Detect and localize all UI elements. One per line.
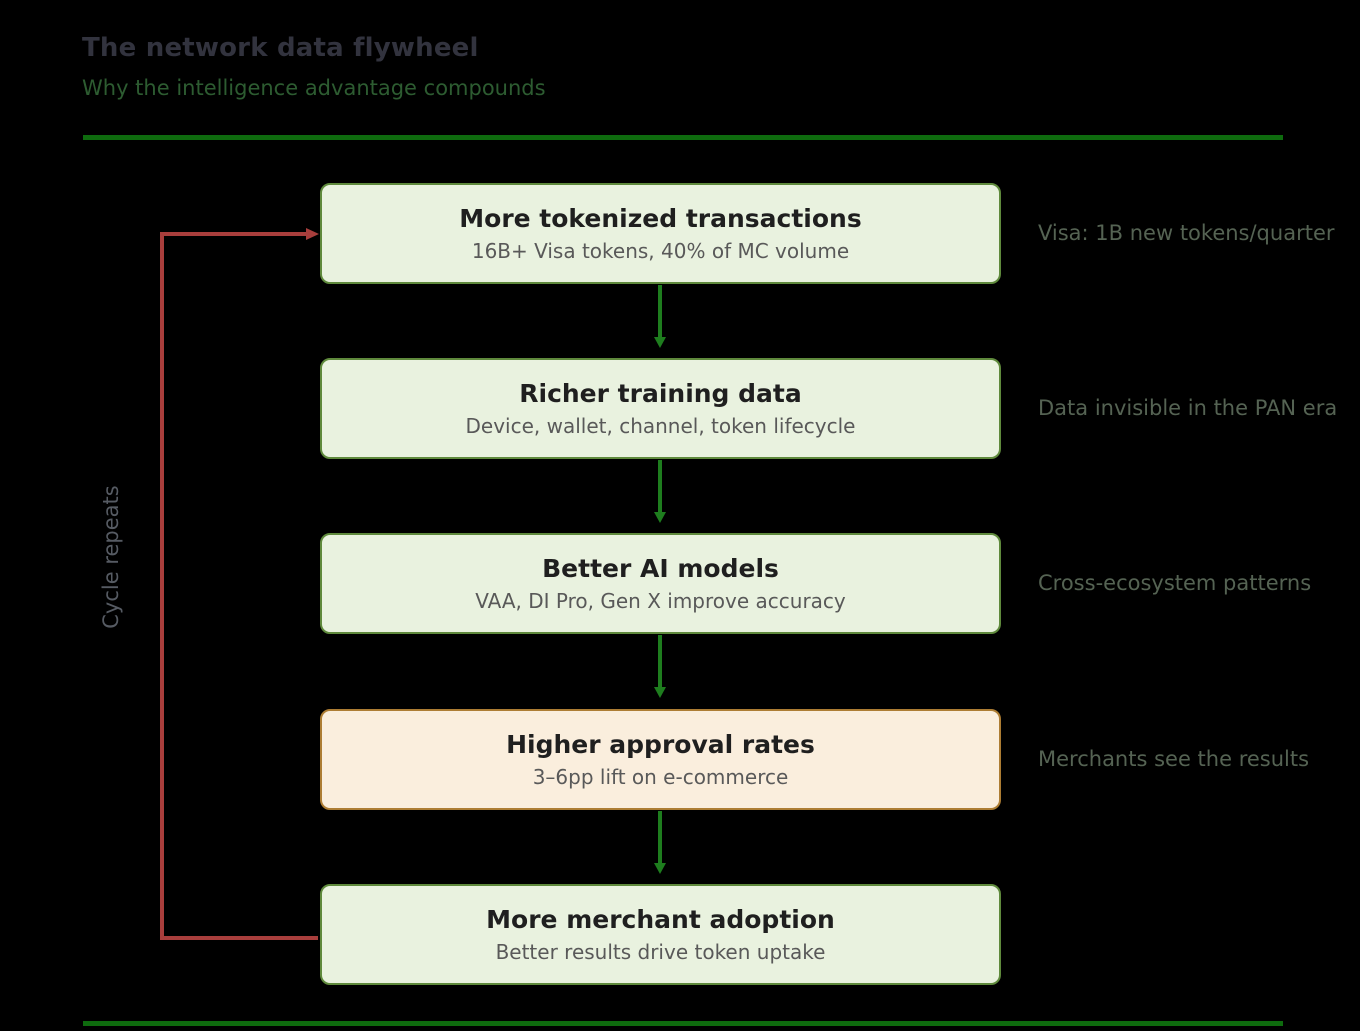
box-title: More tokenized transactions — [459, 204, 862, 233]
flow-arrowhead-3-icon — [654, 687, 666, 698]
flow-arrowhead-1-icon — [654, 337, 666, 348]
cycle-repeats-label: Cycle repeats — [99, 485, 123, 629]
top-divider — [83, 135, 1283, 140]
side-note-approval-rates: Merchants see the results — [1038, 747, 1310, 771]
flow-arrowhead-2-icon — [654, 512, 666, 523]
page-subtitle: Why the intelligence advantage compounds — [82, 76, 546, 100]
flow-box-ai-models: Better AI models VAA, DI Pro, Gen X impr… — [320, 533, 1001, 634]
box-title: Better AI models — [542, 554, 779, 583]
flow-box-merchant-adoption: More merchant adoption Better results dr… — [320, 884, 1001, 985]
side-note-ai-models: Cross-ecosystem patterns — [1038, 571, 1312, 595]
side-note-tokenized: Visa: 1B new tokens/quarter — [1038, 221, 1335, 245]
box-subtitle: Better results drive token uptake — [495, 940, 826, 964]
flow-box-training-data: Richer training data Device, wallet, cha… — [320, 358, 1001, 459]
box-subtitle: 16B+ Visa tokens, 40% of MC volume — [471, 239, 850, 263]
box-subtitle: 3–6pp lift on e-commerce — [532, 765, 789, 789]
page-title: The network data flywheel — [82, 33, 479, 63]
flow-box-approval-rates: Higher approval rates 3–6pp lift on e-co… — [320, 709, 1001, 810]
box-title: Higher approval rates — [506, 730, 815, 759]
flow-box-tokenized-transactions: More tokenized transactions 16B+ Visa to… — [320, 183, 1001, 284]
bottom-divider — [83, 1021, 1283, 1026]
box-subtitle: VAA, DI Pro, Gen X improve accuracy — [475, 589, 846, 613]
box-title: More merchant adoption — [486, 905, 835, 934]
cycle-arrowhead-icon — [306, 228, 319, 240]
box-title: Richer training data — [519, 379, 802, 408]
side-note-training-data: Data invisible in the PAN era — [1038, 396, 1338, 420]
flow-arrowhead-4-icon — [654, 863, 666, 874]
box-subtitle: Device, wallet, channel, token lifecycle — [465, 414, 856, 438]
cycle-feedback-line — [160, 232, 318, 940]
